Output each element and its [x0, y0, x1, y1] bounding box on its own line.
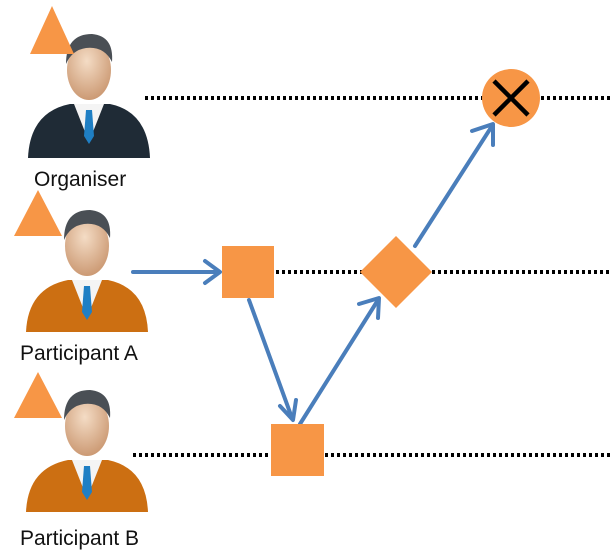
actor-participant-b — [14, 372, 148, 512]
triangle-icon — [14, 190, 62, 236]
actor-organiser — [28, 6, 150, 158]
task-node-b — [271, 424, 324, 476]
arrow-gateway-to-end — [413, 122, 495, 248]
gateway-diamond — [360, 236, 432, 308]
head — [65, 216, 109, 276]
head — [65, 396, 109, 456]
hair — [64, 210, 111, 240]
actor-participant-a — [14, 190, 148, 332]
arrow-task-a-to-task-b — [247, 298, 298, 422]
arrow-a-to-task-a — [131, 259, 222, 285]
hair — [66, 34, 113, 64]
actor-label-organiser: Organiser — [34, 168, 127, 191]
task-node-a — [222, 246, 274, 298]
arrow-task-b-to-gateway — [298, 296, 381, 426]
end-event-x-circle-icon — [482, 69, 540, 127]
actor-label-participant-a: Participant A — [20, 342, 138, 365]
hair — [64, 390, 111, 420]
triangle-icon — [30, 6, 74, 54]
triangle-icon — [14, 372, 62, 418]
head — [67, 40, 111, 100]
actor-label-participant-b: Participant B — [20, 527, 140, 550]
